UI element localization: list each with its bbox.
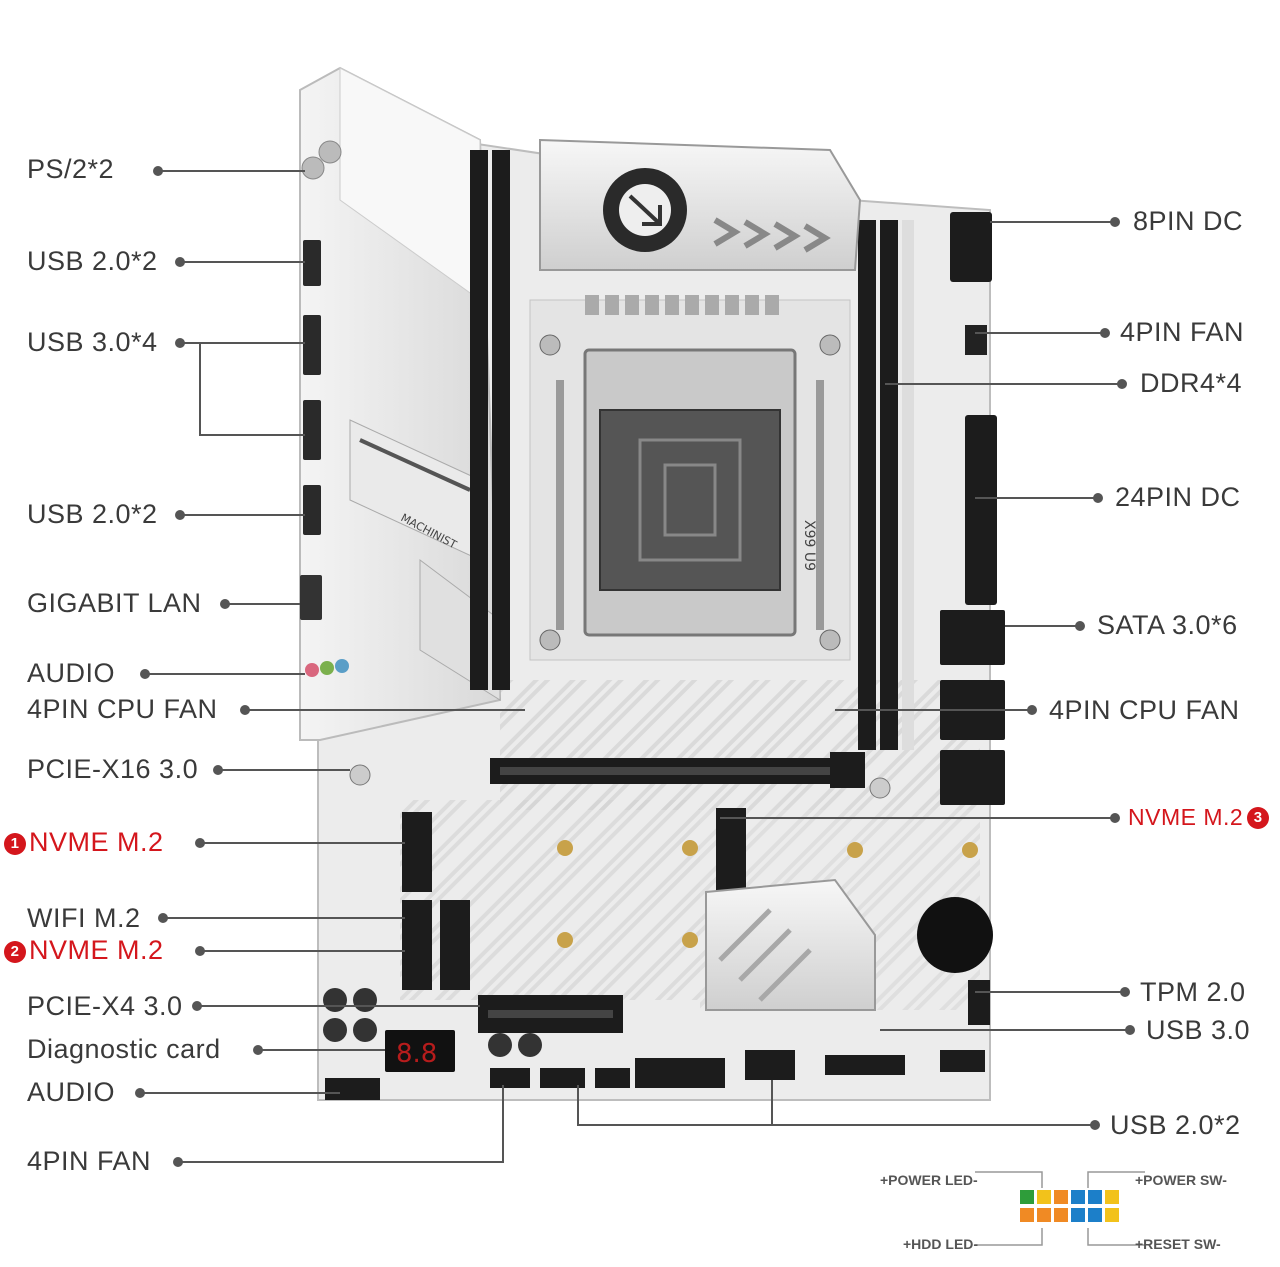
fp-reset-sw: +RESET SW- <box>1135 1236 1221 1252</box>
cmos-battery <box>917 897 993 973</box>
label-usb20-rear-b: USB 2.0*2 <box>27 499 158 529</box>
sata-ports <box>940 610 1005 805</box>
m2-slots <box>402 808 978 990</box>
label-audio-rear: AUDIO <box>27 658 116 688</box>
front-panel-diagram <box>975 1171 1145 1246</box>
label-nvme-3-text: NVME M.2 <box>1128 804 1244 830</box>
label-ps2: PS/2*2 <box>27 154 115 184</box>
label-sata: SATA 3.0*6 <box>1097 610 1238 640</box>
label-usb30-header: USB 3.0 <box>1146 1015 1251 1045</box>
pcie-x4-slot <box>478 995 623 1033</box>
power-connectors <box>950 212 997 605</box>
chipset-heatsink <box>705 878 876 1011</box>
model-text: X99 U9 <box>801 520 817 571</box>
label-8pin-dc: 8PIN DC <box>1133 206 1244 236</box>
label-fan-right: 4PIN FAN <box>1120 317 1245 347</box>
label-tpm: TPM 2.0 <box>1140 977 1246 1007</box>
cpu-socket: X99 U9 <box>539 334 841 651</box>
label-nvme-2-text: NVME M.2 <box>29 935 164 965</box>
label-pcie-x4: PCIE-X4 3.0 <box>27 991 183 1021</box>
label-pcie-x16: PCIE-X16 3.0 <box>27 754 199 784</box>
label-nvme-1-text: NVME M.2 <box>29 827 164 857</box>
badge-2: 2 <box>4 941 26 963</box>
label-usb20-header: USB 2.0*2 <box>1110 1110 1241 1140</box>
label-wifi-m2: WIFI M.2 <box>27 903 141 933</box>
label-ddr4: DDR4*4 <box>1140 368 1243 398</box>
pcie-x16-slot <box>349 752 891 799</box>
io-ports <box>300 140 349 677</box>
label-audio-header: AUDIO <box>27 1077 116 1107</box>
front-panel-pins <box>1020 1190 1119 1222</box>
fp-power-sw: +POWER SW- <box>1135 1172 1227 1188</box>
label-diagnostic-card: Diagnostic card <box>27 1034 221 1064</box>
bottom-headers: 8.8 <box>323 980 990 1100</box>
label-fan-left: 4PIN FAN <box>27 1146 152 1176</box>
label-gigabit-lan: GIGABIT LAN <box>27 588 202 618</box>
label-cpu-fan-left: 4PIN CPU FAN <box>27 694 218 724</box>
badge-3: 3 <box>1247 807 1270 829</box>
label-24pin-dc: 24PIN DC <box>1115 482 1241 512</box>
label-usb20-rear-a: USB 2.0*2 <box>27 246 158 276</box>
diag-display: 8.8 <box>396 1039 437 1069</box>
ram-slots <box>470 150 914 750</box>
io-shield: MACHINIST <box>299 66 502 741</box>
badge-1: 1 <box>4 833 26 855</box>
fp-power-led: +POWER LED- <box>880 1172 978 1188</box>
vrm-heatsink <box>539 138 862 315</box>
label-cpu-fan-right: 4PIN CPU FAN <box>1049 695 1240 725</box>
label-usb30-rear: USB 3.0*4 <box>27 327 158 357</box>
leader-lines <box>135 166 1135 1167</box>
fp-hdd-led: +HDD LED- <box>903 1236 979 1252</box>
